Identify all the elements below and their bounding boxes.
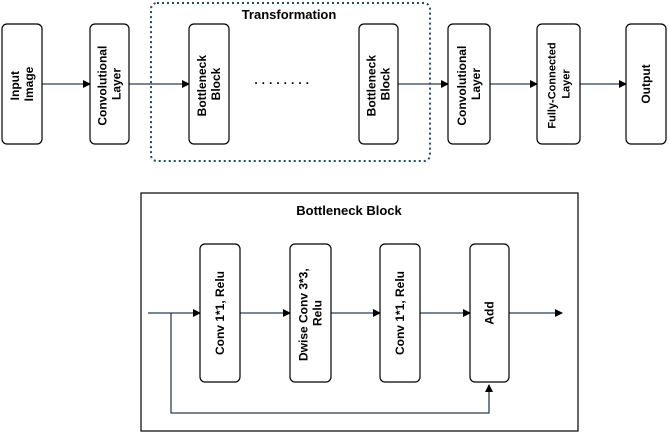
node-conv1: Convolutional Layer [89,23,130,145]
svg-text:Fully-Connected Layer: Fully-Connected Layer [547,39,573,128]
node-bottleneck1-line2: Block [209,67,223,100]
svg-text:Bottleneck Block: Bottleneck Block [195,52,223,117]
svg-text:Conv 1*1, Relu: Conv 1*1, Relu [393,271,407,355]
node-add-line1: Add [483,301,497,324]
node-conv1x1-second-line1: Conv 1*1, Relu [393,271,407,355]
node-fc-line2: Layer [561,69,573,99]
svg-text:Convolutional Layer: Convolutional Layer [96,42,124,125]
node-bottleneck2: Bottleneck Block [358,23,399,145]
node-bottleneck1: Bottleneck Block [188,23,230,145]
node-conv2-line1: Convolutional [455,46,469,126]
svg-text:Convolutional Layer: Convolutional Layer [455,42,483,125]
ellipsis: · · · · · · · · [254,76,309,90]
node-dwise-conv-line2: Relu [311,300,325,326]
node-conv2-line2: Layer [469,68,483,100]
node-conv1-line1: Convolutional [96,46,110,126]
node-conv1-line2: Layer [110,68,124,100]
node-conv1x1-first: Conv 1*1, Relu [199,243,241,383]
residual-connection [170,313,493,414]
transformation-label: Transformation [242,7,337,22]
svg-text:Add: Add [483,301,497,324]
node-input-line2: Image [22,66,36,101]
svg-text:Input Image: Input Image [8,66,36,101]
node-bottleneck2-line2: Block [379,67,393,100]
node-conv2: Convolutional Layer [447,23,491,145]
bottleneck-panel-title: Bottleneck Block [296,203,402,218]
svg-text:Conv 1*1, Relu: Conv 1*1, Relu [213,271,227,355]
node-bottleneck2-line1: Bottleneck [365,55,379,117]
node-conv1x1-second: Conv 1*1, Relu [379,243,421,383]
node-output-line1: Output [639,64,653,103]
node-input-line1: Input [8,71,22,100]
transformation-group [150,2,431,162]
node-fc-line1: Fully-Connected [547,42,559,128]
node-bottleneck1-line1: Bottleneck [195,55,209,117]
node-dwise-conv: Dwise Conv 3*3, Relu [289,243,332,383]
node-conv1x1-first-line1: Conv 1*1, Relu [213,271,227,355]
svg-text:Dwise Conv 3*3, Relu: Dwise Conv 3*3, Relu [297,265,325,361]
svg-text:Bottleneck Block: Bottleneck Block [365,52,393,117]
node-add: Add [469,243,510,383]
node-fc: Fully-Connected Layer [536,23,581,145]
node-input: Input Image [1,23,43,145]
svg-text:Output: Output [639,64,653,103]
node-dwise-conv-line1: Dwise Conv 3*3, [297,268,311,361]
node-output: Output [625,23,667,145]
